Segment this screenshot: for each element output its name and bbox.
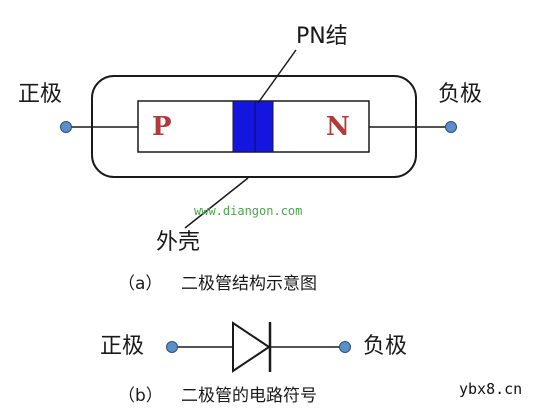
anode-terminal-bottom bbox=[166, 341, 178, 353]
n-region-label: N bbox=[326, 112, 350, 142]
pn-junction-pointer bbox=[257, 49, 297, 104]
casing-label: 外壳 bbox=[156, 230, 201, 255]
casing-pointer bbox=[184, 177, 249, 229]
anode-terminal-top bbox=[60, 121, 72, 133]
anode-label-bottom: 正极 bbox=[100, 334, 145, 359]
pn-junction-label: PN结 bbox=[296, 24, 348, 49]
cathode-terminal-top bbox=[445, 121, 457, 133]
caption-a-text: 二极管结构示意图 bbox=[181, 274, 317, 294]
cathode-label-top: 负极 bbox=[438, 82, 483, 107]
p-region-label: P bbox=[152, 112, 172, 142]
anode-label-top: 正极 bbox=[18, 82, 63, 107]
diode-triangle bbox=[232, 321, 271, 373]
cathode-label-bottom: 负极 bbox=[363, 334, 408, 359]
watermark-text: www.diangon.com bbox=[194, 204, 303, 218]
cathode-terminal-bottom bbox=[339, 341, 351, 353]
caption-b-tag: （b） bbox=[118, 386, 163, 406]
pn-junction-region bbox=[232, 100, 274, 153]
caption-b-text: 二极管的电路符号 bbox=[181, 386, 317, 406]
caption-a-tag: （a） bbox=[118, 274, 163, 294]
site-watermark: ybx8.cn bbox=[459, 380, 523, 398]
